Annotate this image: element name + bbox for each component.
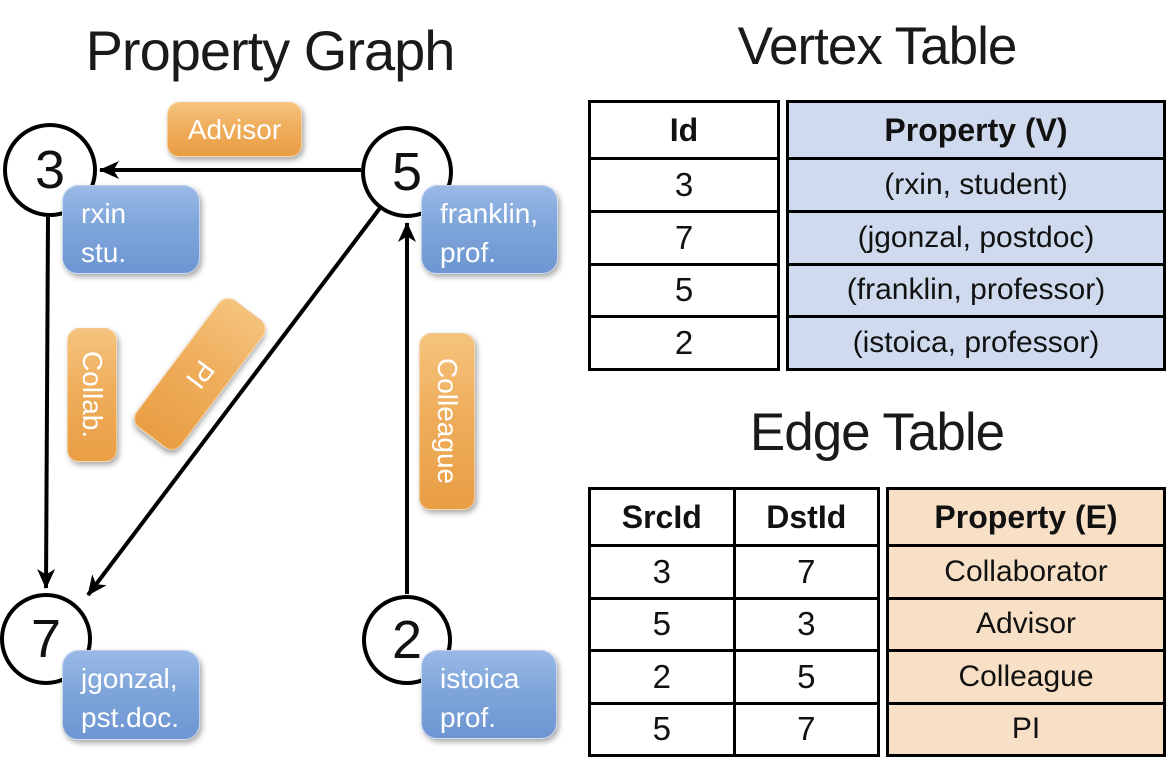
vertex-property-cell: (jgonzal, postdoc) [789,209,1163,263]
edge-table-id-row: 5 7 [591,701,878,754]
vertex-table: Id 3 7 5 2 Property (V) (rxin, student) … [588,100,1166,371]
edge-dst-cell: 3 [732,599,878,649]
edge-table-id-row: 2 5 [591,649,877,702]
edge-src-cell: 5 [652,605,671,643]
graph-node-3: 3 [3,123,97,217]
vertex-table-header-property: Property (V) [884,111,1068,148]
edge-line-pi-5-to-7 [86,206,382,597]
vertex-id-cell: 7 [591,209,777,263]
edge-dst-cell: 5 [732,652,878,702]
vertex-id-cell: 5 [591,262,777,316]
edge-table-header-dstid: DstId [732,490,878,544]
vertex-property-box-istoica: istoica prof. [421,650,557,739]
edge-label-advisor: Advisor [167,102,302,157]
edge-label-text: Advisor [187,113,282,145]
edge-dst-cell: 7 [732,547,878,597]
property-graph-title: Property Graph [85,19,456,82]
edge-src-cell: 5 [652,710,671,748]
vertex-table-property-column: Property (V) (rxin, student) (jgonzal, p… [786,100,1166,371]
vertex-property-cell: (istoica, professor) [789,315,1163,368]
vertex-property-line: stu. [81,237,127,269]
edge-table-title: Edge Table [749,403,1005,462]
edge-table-header-property: Property (E) [934,498,1118,535]
node-id-label: 3 [34,140,66,200]
edge-label-text: Collab. [77,351,108,439]
vertex-property-line: jgonzal, [81,663,178,694]
vertex-property-line: pst.doc. [81,702,180,734]
vertex-id-cell: 2 [591,315,777,368]
edge-label-text: Colleague [432,358,463,485]
edge-table-header-srcid: SrcId [621,498,702,535]
vertex-property-line: franklin, [440,198,539,229]
node-id-label: 7 [30,609,62,669]
vertex-table-title: Vertex Table [737,17,1018,76]
vertex-property-cell: (rxin, student) [789,157,1163,210]
edge-label-collab: Collab. [67,328,117,462]
edge-line-collab-3-to-7 [37,216,56,589]
edge-table-property-column: Property (E) Collaborator Advisor Collea… [886,487,1166,757]
edge-table: SrcId DstId 3 7 5 3 2 5 5 7 Property (E)… [588,487,1166,757]
edge-property-cell: Colleague [889,649,1163,702]
edge-src-cell: 2 [652,657,671,695]
edge-table-id-row: 3 7 [591,544,877,597]
vertex-property-line: prof. [440,237,497,269]
vertex-property-line: prof. [440,702,497,734]
node-id-label: 5 [391,142,423,202]
vertex-property-box-rxin: rxin stu. [62,185,200,274]
edge-dst-cell: 7 [732,704,878,754]
vertex-id-cell: 3 [591,157,777,210]
edge-property-cell: Collaborator [889,544,1163,597]
vertex-table-header-id: Id [669,111,699,148]
edge-table-header-row: SrcId DstId [591,490,877,544]
edge-property-cell: PI [889,701,1163,755]
vertex-property-line: istoica [440,663,520,694]
vertex-property-cell: (franklin, professor) [789,262,1163,316]
edge-property-cell: Advisor [889,596,1163,650]
vertex-property-box-franklin: franklin, prof. [421,185,558,274]
edge-table-id-row: 5 3 [591,596,878,649]
vertex-table-id-column: Id 3 7 5 2 [588,100,780,371]
edge-label-text: PI [180,354,221,395]
vertex-property-line: rxin [81,198,127,229]
node-id-label: 2 [391,610,423,670]
vertex-property-box-jgonzal: jgonzal, pst.doc. [62,650,200,740]
edge-src-cell: 3 [652,552,671,590]
edge-table-src-dst-columns: SrcId DstId 3 7 5 3 2 5 5 7 [588,487,880,757]
edge-label-colleague: Colleague [419,333,475,510]
